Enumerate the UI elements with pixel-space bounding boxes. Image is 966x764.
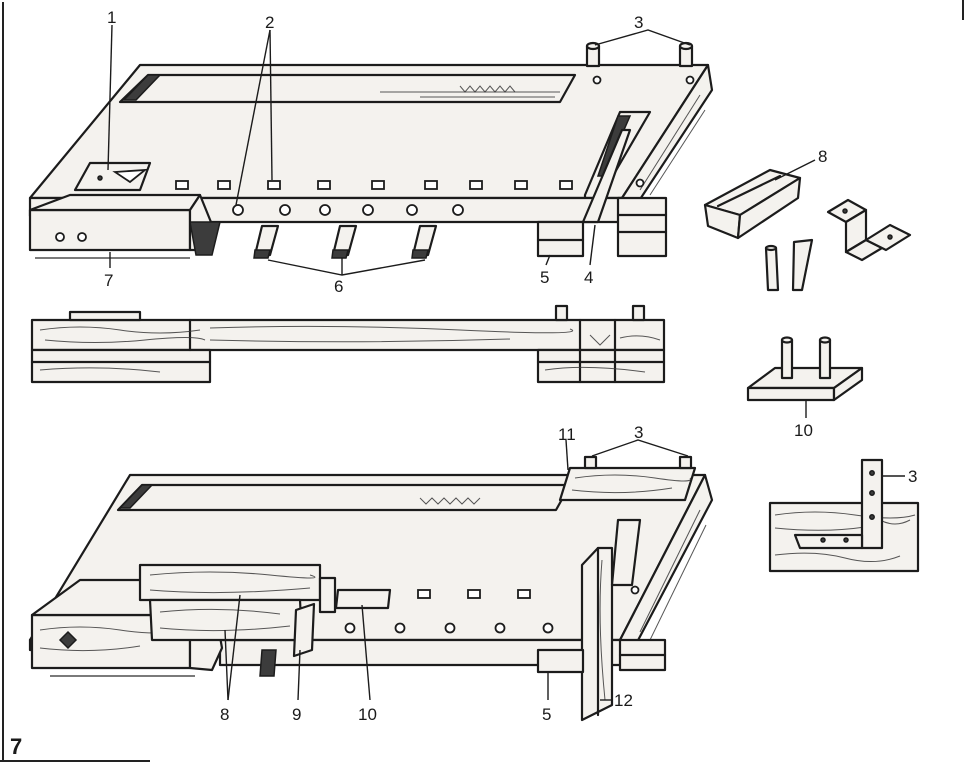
callout-6: 6 [334, 277, 343, 296]
callout-8-bottom: 8 [220, 705, 229, 724]
callout-2: 2 [265, 13, 274, 32]
callout-5-top: 5 [540, 268, 549, 287]
detail-parts [703, 159, 920, 573]
front-round-holes [232, 204, 464, 216]
callout-1: 1 [107, 8, 116, 27]
callout-9: 9 [292, 705, 301, 724]
callout-8-part: 8 [818, 147, 827, 166]
callout-3-top: 3 [634, 13, 643, 32]
bottom-view-leaders [224, 439, 689, 701]
callout-10-bottom: 10 [358, 705, 377, 724]
side-elevation-view [30, 304, 666, 384]
callout-10-part: 10 [794, 421, 813, 440]
callout-3-detail: 3 [908, 467, 917, 486]
callout-4: 4 [584, 268, 593, 287]
bottom-bench-view [28, 455, 714, 722]
top-bench-view [28, 41, 714, 259]
callout-labels: 1 2 3 4 5 6 7 8 10 11 3 3 8 9 10 5 12 7 [10, 8, 917, 759]
figure-number: 7 [10, 734, 22, 759]
callout-11: 11 [558, 425, 576, 444]
dog-holes-row [175, 75, 695, 190]
callout-5-bottom: 5 [542, 705, 551, 724]
top-view-leaders [107, 24, 691, 276]
callout-3-bottom: 3 [634, 423, 643, 442]
callout-7: 7 [104, 271, 113, 290]
callout-12: 12 [614, 691, 633, 710]
